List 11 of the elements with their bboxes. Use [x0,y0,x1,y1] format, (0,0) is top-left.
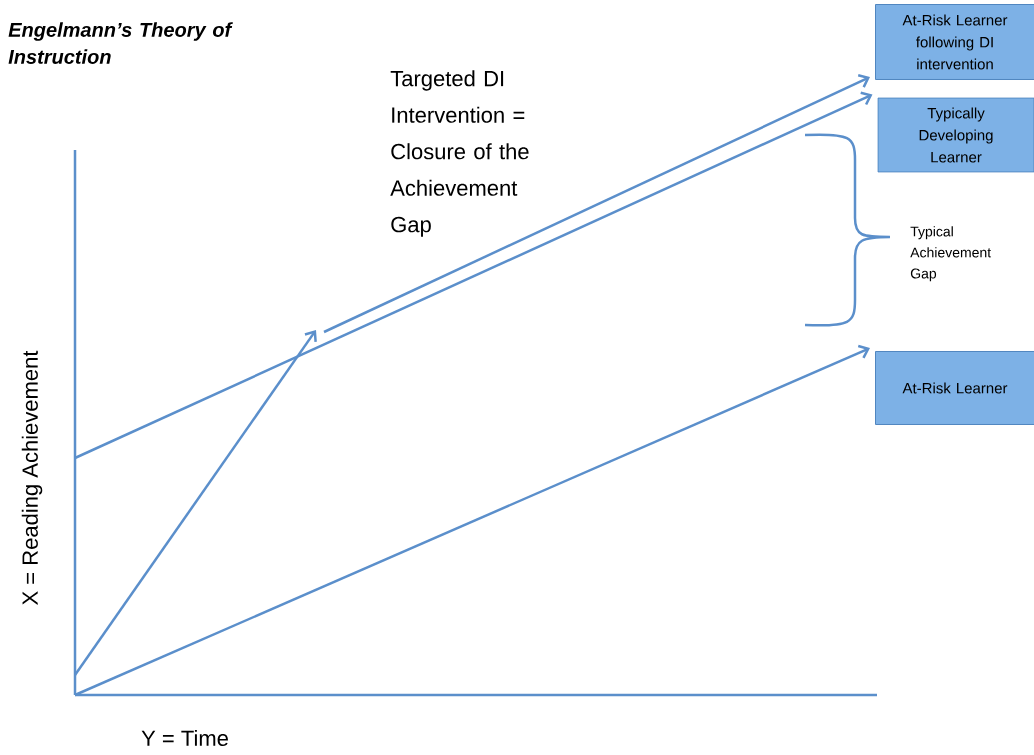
brace-label: Typical Achievement Gap [910,226,991,282]
learner-box: At-Risk Learner following DI intervention [875,4,1034,80]
annotation-text: Targeted DI Intervention = Closure of the Achievement Gap [390,70,529,237]
arrow [74,344,870,697]
learner-box: Typically Developing Learner [877,97,1034,173]
axis-label: X = Reading Achievement [21,350,43,605]
arrow [323,74,870,334]
title: Engelmann’s Theory of Instruction [8,22,233,64]
axis-label: Y = Time [141,729,228,747]
arrow [74,91,873,460]
learner-box: At-Risk Learner [875,351,1034,425]
